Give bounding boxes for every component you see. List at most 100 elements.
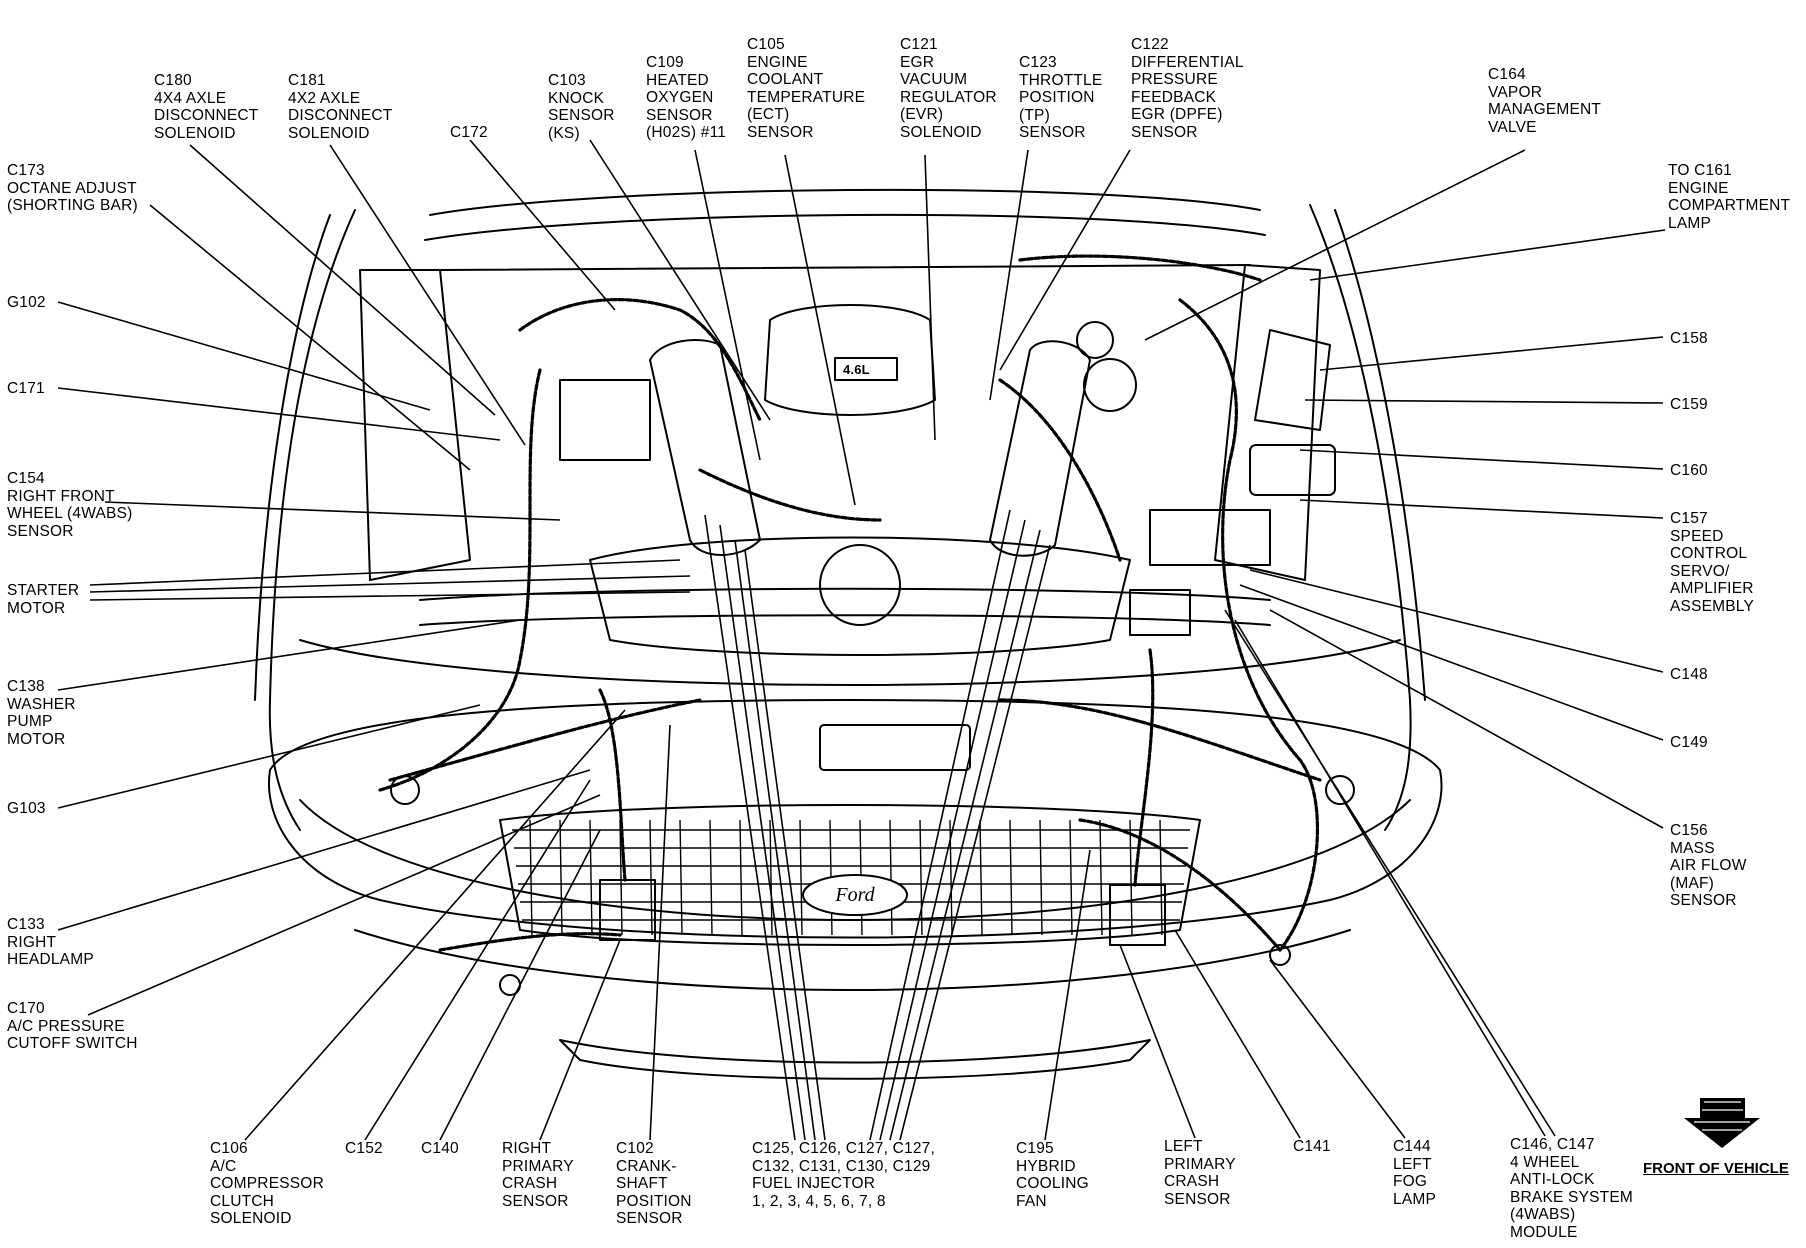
grille-frame [499, 804, 1201, 946]
air-filter-box [1254, 329, 1331, 431]
cowl-seam [439, 264, 1251, 271]
leader-line [924, 154, 936, 441]
callout-g103: G103 [7, 800, 46, 817]
leader-line [1299, 499, 1664, 519]
leader-line [899, 544, 1051, 1141]
right-fender-outline [268, 209, 356, 831]
leader-lines [57, 139, 1666, 1141]
leader-line [57, 704, 481, 809]
grille-slat [559, 819, 563, 936]
left-fender-inner [1334, 209, 1426, 701]
leader-line [1044, 849, 1091, 1141]
bumper-curve-1 [299, 639, 1401, 686]
left-fog-lamp-connector [1269, 944, 1291, 966]
intake-badge-plate [834, 357, 898, 381]
grille-slat [1009, 819, 1013, 936]
leader-line [244, 709, 626, 1141]
grille-slat [709, 819, 713, 936]
leader-line [869, 509, 1011, 1141]
leader-line [989, 149, 1029, 401]
engine-assembly [390, 304, 1355, 996]
vapor-valve-canister [1076, 321, 1114, 359]
leader-line [1319, 336, 1664, 371]
callout-fuel-injectors: C125, C126, C127, C127,C132, C131, C130,… [752, 1140, 935, 1210]
callout-c140: C140 [421, 1140, 459, 1157]
front-arrow-icon [1684, 1098, 1760, 1148]
right-crash-sensor-box [599, 879, 656, 941]
grille-slat [1069, 819, 1073, 936]
leader-line [1309, 229, 1666, 281]
throttle-body [1083, 358, 1137, 412]
leader-line [57, 301, 431, 411]
grille-slat [1129, 819, 1133, 936]
ford-oval-logo [802, 874, 908, 916]
right-inner-panel [359, 269, 471, 581]
leader-line [694, 149, 761, 461]
grille-slat [1039, 819, 1043, 936]
leader-line [744, 549, 826, 1141]
grille-slat [919, 819, 923, 936]
callout-c148: C148 [1670, 666, 1708, 683]
callout-c171: C171 [7, 380, 45, 397]
right-valve-cover [649, 339, 761, 556]
leader-line [189, 144, 496, 416]
leader-line [57, 769, 591, 931]
grille-slat [589, 819, 593, 936]
leader-line [1299, 449, 1664, 470]
grille-slat [799, 819, 803, 936]
leader-line [734, 539, 816, 1141]
leader-line [1144, 149, 1526, 341]
lower-air-dam [559, 1039, 1151, 1080]
harness-left-center [998, 378, 1122, 562]
wiring-harness [378, 254, 1322, 952]
leader-line [57, 619, 521, 691]
harness-right-crash [598, 688, 627, 882]
left-headlamp-connector [1325, 775, 1355, 805]
leader-line [999, 149, 1131, 371]
grille-slat [1099, 819, 1103, 936]
harness-center [698, 468, 882, 522]
grille-slat [649, 819, 653, 936]
harness-left-crash [1133, 648, 1155, 887]
leader-line [89, 559, 681, 586]
callout-c158: C158 [1670, 330, 1708, 347]
grille-slat [529, 819, 533, 936]
leader-line [469, 139, 616, 311]
cowl-top [429, 188, 1261, 216]
leader-line [1304, 399, 1664, 404]
intake-plenum [764, 304, 936, 416]
grille-slat [1159, 819, 1163, 936]
grille-slat [979, 819, 983, 936]
left-crash-sensor-box [1109, 884, 1166, 946]
callout-c152: C152 [345, 1140, 383, 1157]
leader-line [89, 591, 691, 601]
leader-line [89, 575, 691, 593]
left-inner-panel [1214, 264, 1321, 581]
relay-box [1129, 589, 1191, 636]
leader-line [1269, 609, 1664, 829]
leader-line [57, 387, 501, 441]
leader-line [104, 501, 561, 521]
grille-slat [739, 819, 743, 936]
harness-fog [1078, 818, 1282, 952]
leader-line [704, 514, 796, 1141]
radiator-cap-area [819, 724, 971, 771]
leader-line [364, 779, 591, 1141]
leader-line [1269, 959, 1406, 1139]
leader-line [1234, 619, 1546, 1137]
callout-c149: C149 [1670, 734, 1708, 751]
